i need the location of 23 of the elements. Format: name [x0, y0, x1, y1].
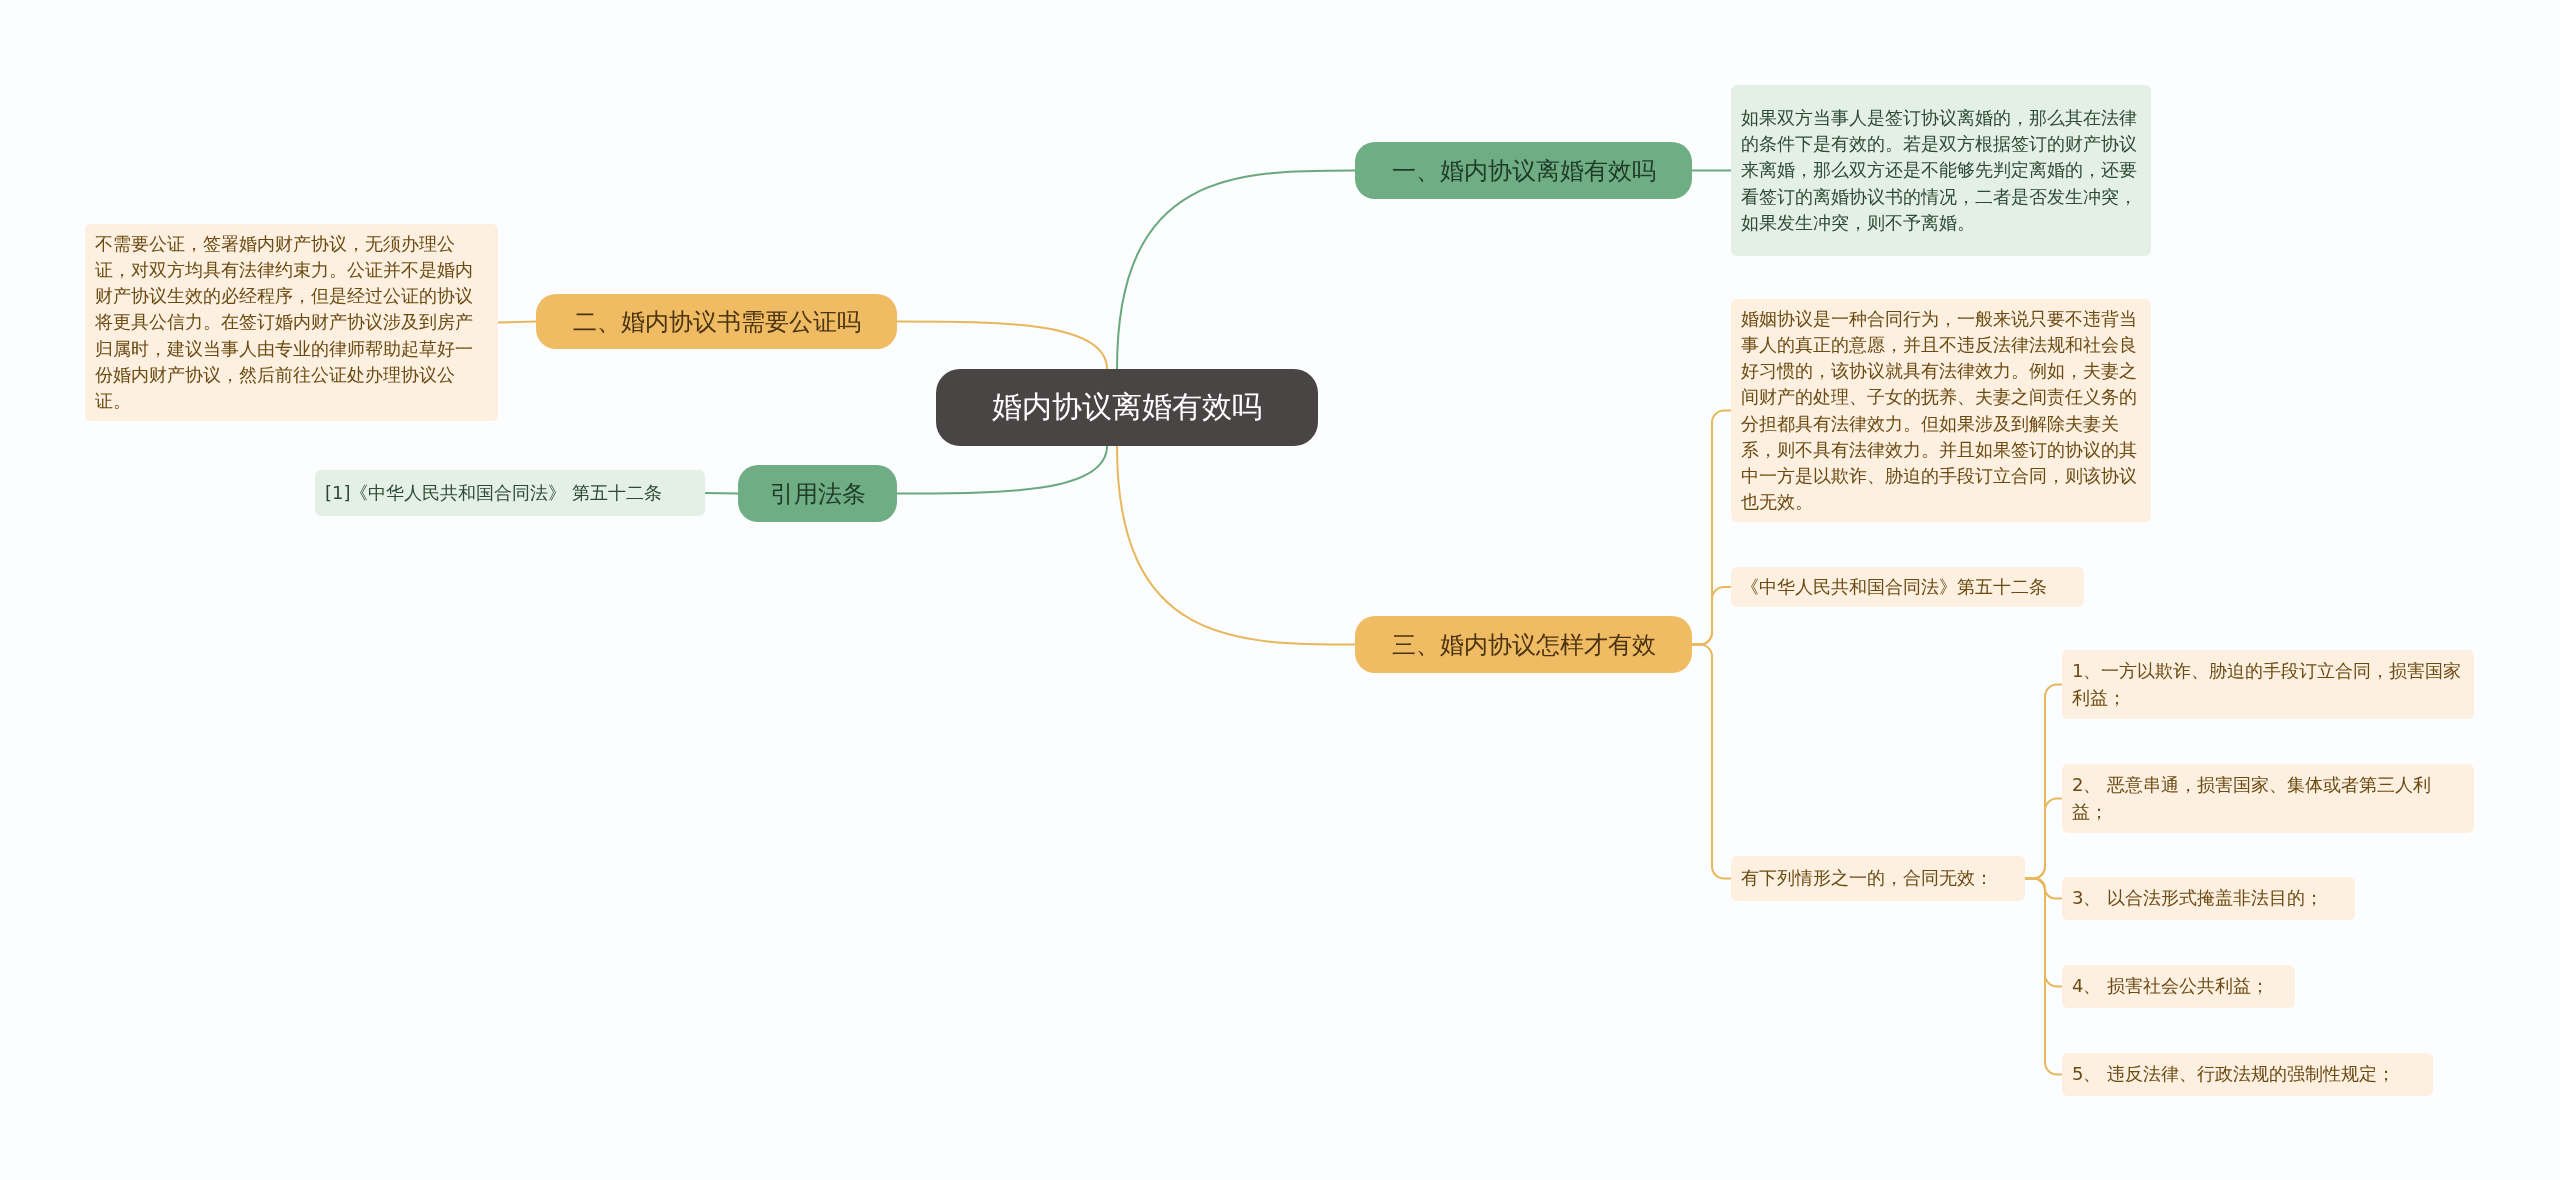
note-card: 婚姻协议是一种合同行为，一般来说只要不违背当事人的真正的意愿，并且不违反法律法规和社会良好习惯的，该协议就具有法律效力。例如，夫妻之间财产的处理、子女的抚养、夫妻之间责任义务的分担都具有法律效力。但如果涉及到解除夫妻关系，则不具有法律效力。并且如果签订的协议的其中一方是以欺诈、胁迫的手段订立合同，则该协议也无效。	[1731, 299, 2151, 522]
connector-line	[896, 320, 1108, 370]
connector-line	[704, 492, 739, 495]
note-card: 1、一方以欺诈、胁迫的手段订立合同，损害国家利益；	[2062, 650, 2474, 719]
note-card: 不需要公证，签署婚内财产协议，无须办理公证，对双方均具有法律约束力。公证并不是婚内财产协议生效的必经程序，但是经过公证的协议将更具公信力。在签订婚内财产协议涉及到房产归属时，建议当事人由专业的律师帮助起草好一份婚内财产协议，然后前往公证处办理协议公证。	[85, 224, 498, 421]
topic-node: 二、婚内协议书需要公证吗	[536, 294, 897, 349]
note-card: 5、 违反法律、行政法规的强制性规定；	[2062, 1053, 2433, 1096]
note-card: 如果双方当事人是签订协议离婚的，那么其在法律的条件下是有效的。若是双方根据签订的财产协议来离婚，那么双方还是不能够先判定离婚的，还要看签订的离婚协议书的情况，二者是否发生冲突，如果发生冲突，则不予离婚。	[1731, 85, 2151, 256]
connector-line	[1691, 169, 1732, 172]
note-card: 有下列情形之一的，合同无效：	[1731, 856, 2025, 901]
connector-line	[497, 320, 537, 324]
topic-node: 引用法条	[738, 465, 897, 522]
note-card: 4、 损害社会公共利益；	[2062, 965, 2295, 1008]
topic-node: 三、婚内协议怎样才有效	[1355, 616, 1692, 673]
note-card: 3、 以合法形式掩盖非法目的；	[2062, 877, 2355, 920]
topic-node: 一、婚内协议离婚有效吗	[1355, 142, 1692, 199]
note-card: 《中华人民共和国合同法》第五十二条	[1731, 567, 2084, 607]
central-topic: 婚内协议离婚有效吗	[936, 369, 1318, 446]
connector-line	[1116, 445, 1356, 646]
connector-line	[1116, 169, 1356, 370]
connector-line	[896, 445, 1108, 495]
note-card: 2、 恶意串通，损害国家、集体或者第三人利益；	[2062, 764, 2474, 833]
note-card: [1]《中华人民共和国合同法》 第五十二条	[315, 470, 705, 516]
